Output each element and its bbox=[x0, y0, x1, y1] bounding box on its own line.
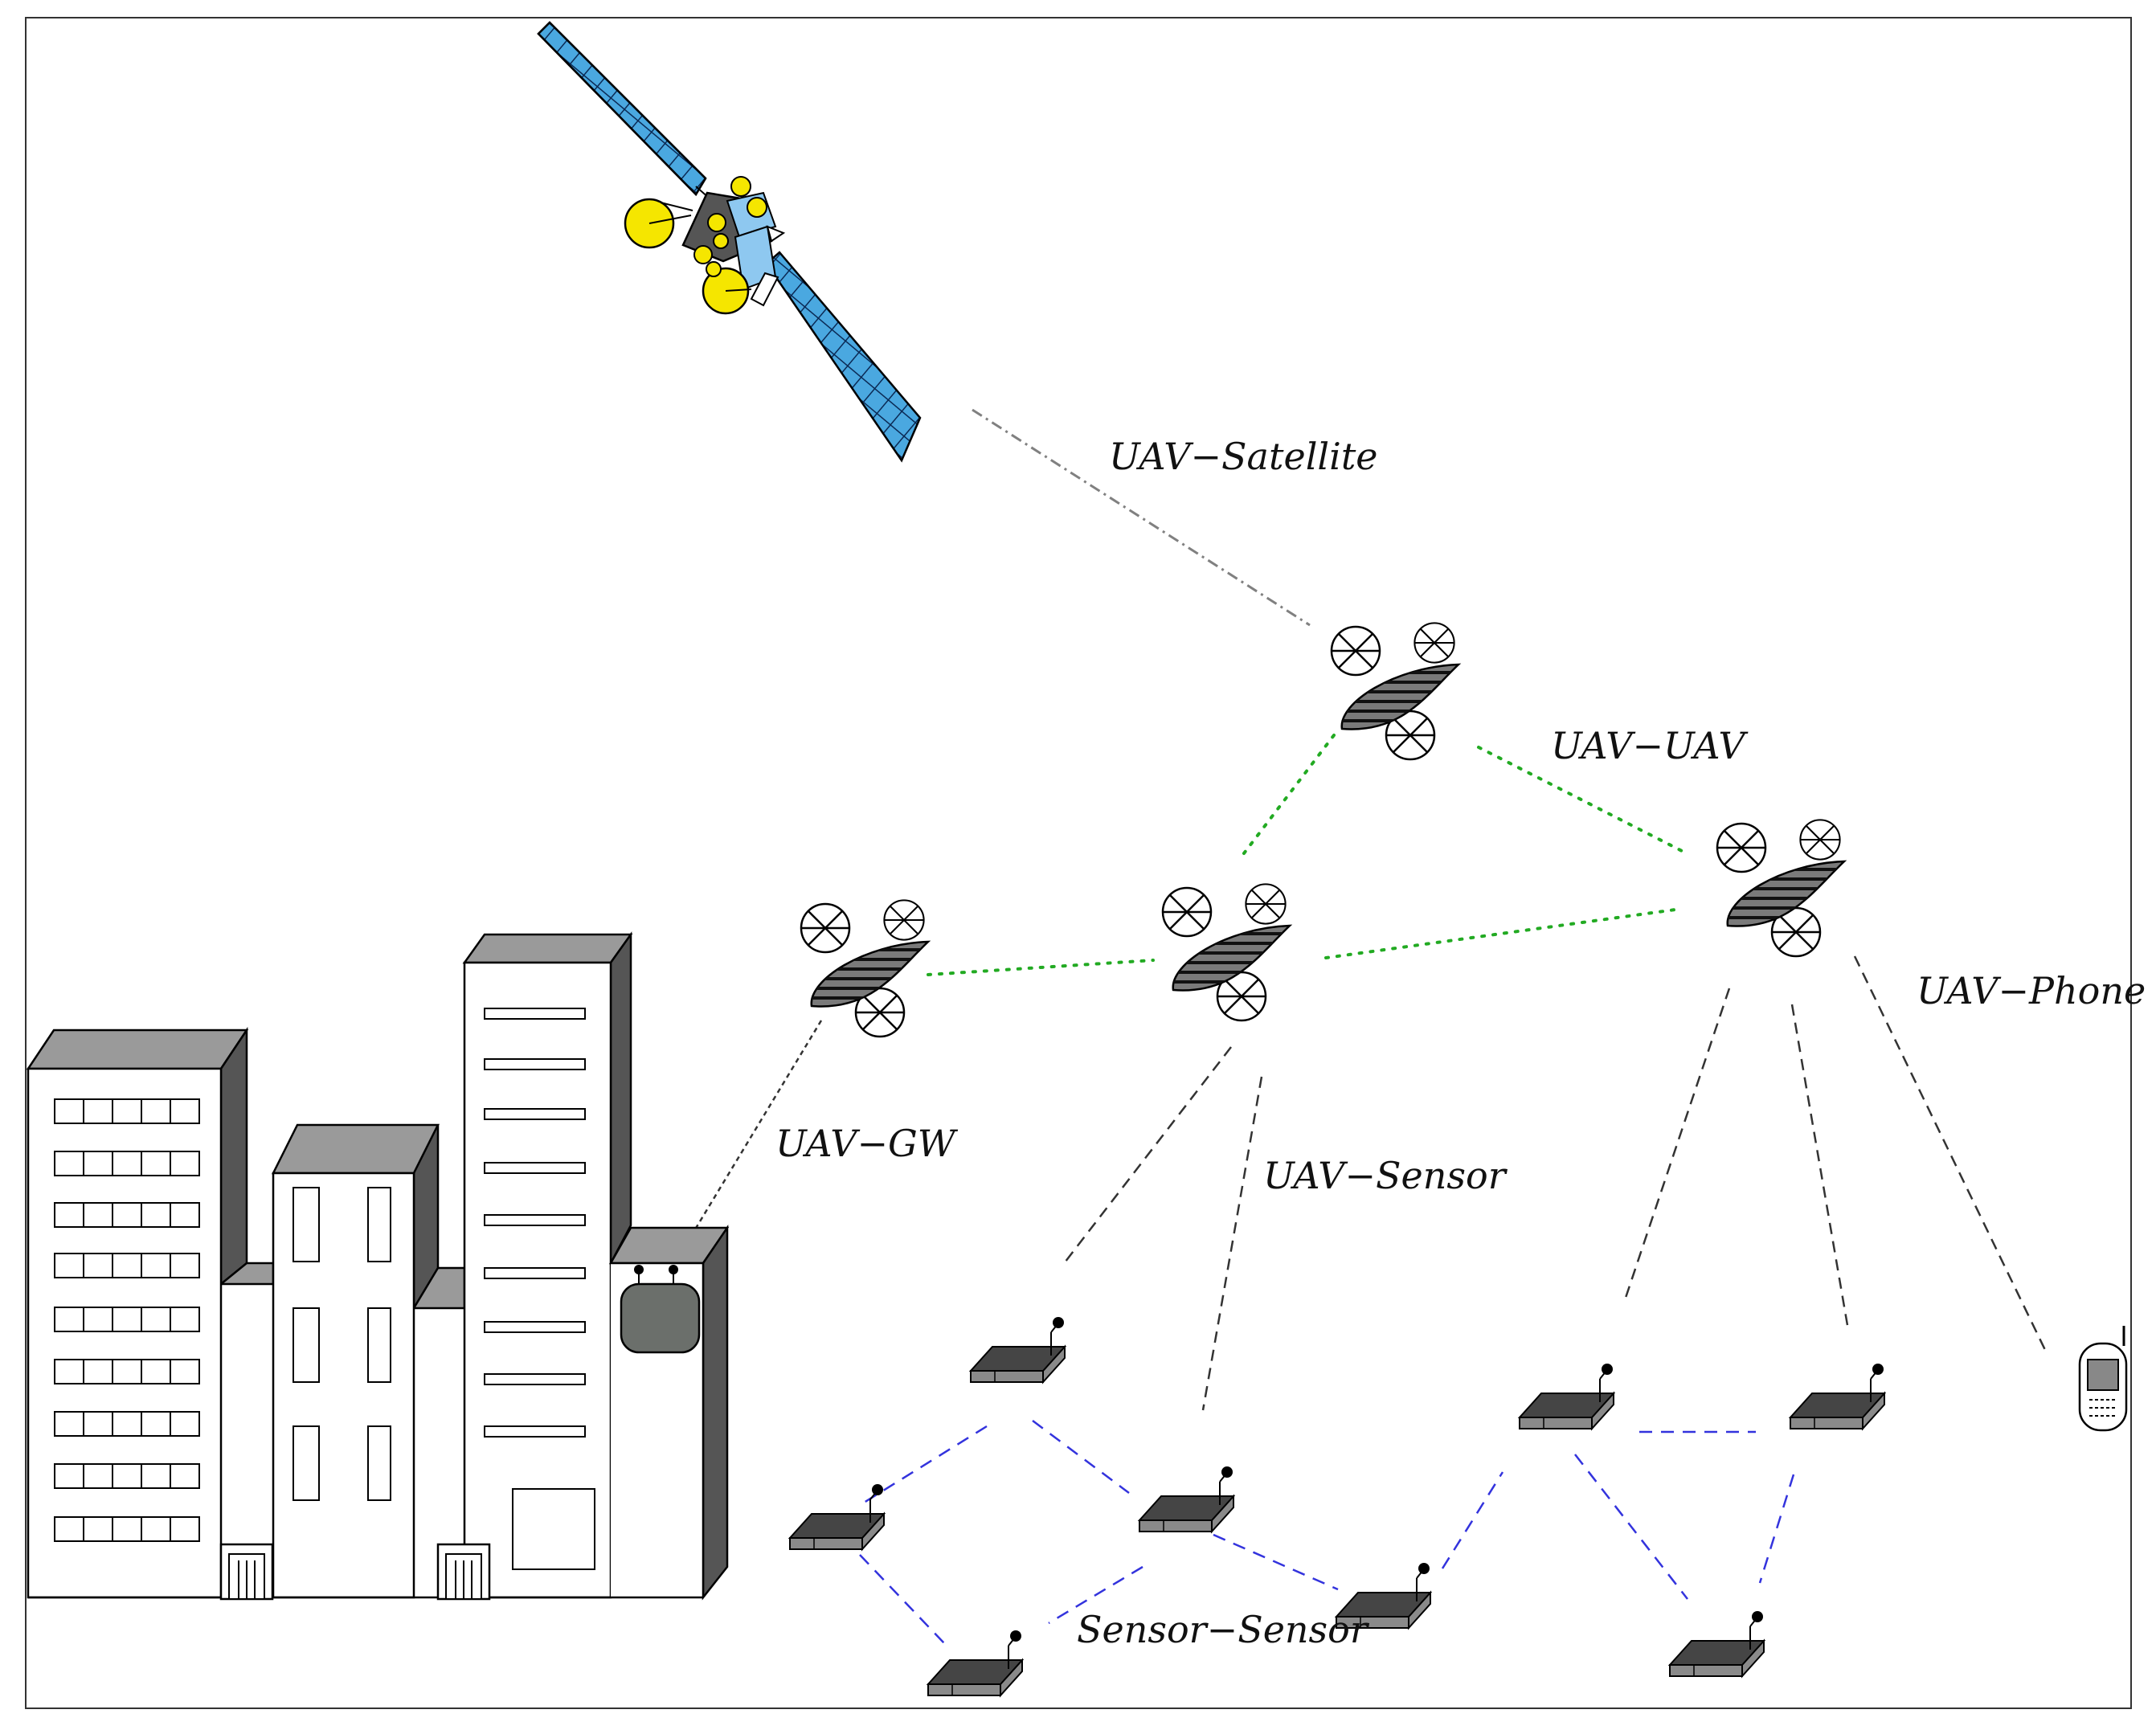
sensor-node-icon bbox=[789, 1483, 885, 1550]
sensor-node-icon bbox=[1139, 1466, 1234, 1532]
mobile-phone-icon bbox=[2078, 1326, 2128, 1432]
uav-icon bbox=[1708, 820, 1852, 956]
links-uav-uav bbox=[927, 734, 1685, 976]
uav-satellite-label: UAV−Satellite bbox=[1109, 435, 1378, 478]
uav-sensor-label: UAV−Sensor bbox=[1263, 1154, 1506, 1197]
uav-icon bbox=[1322, 623, 1467, 759]
sensor-sensor-label: Sensor−Sensor bbox=[1077, 1608, 1368, 1651]
uav-phone-label: UAV−Phone bbox=[1917, 969, 2146, 1012]
link-uav-phone bbox=[1853, 955, 2047, 1351]
sensor-node-icon bbox=[1669, 1610, 1765, 1677]
uav-uav-label: UAV−UAV bbox=[1551, 724, 1745, 767]
diagram-frame bbox=[25, 17, 2132, 1709]
building-windows bbox=[54, 1008, 595, 1601]
link-uav-gw bbox=[693, 1020, 823, 1230]
uav-icon bbox=[1153, 884, 1298, 1020]
satellite-icon bbox=[537, 21, 922, 463]
link-uav-satellite bbox=[972, 408, 1311, 627]
links-sensor-sensor bbox=[859, 1420, 1795, 1644]
uav-icon bbox=[792, 900, 936, 1037]
links-uav-sensor bbox=[1062, 988, 1850, 1411]
uav-gw-label: UAV−GW bbox=[775, 1122, 956, 1165]
sensor-node-icon bbox=[1519, 1363, 1614, 1429]
sensor-node-icon bbox=[1790, 1363, 1885, 1429]
gateway-icon bbox=[620, 1265, 701, 1354]
sensor-node-icon bbox=[970, 1316, 1066, 1383]
